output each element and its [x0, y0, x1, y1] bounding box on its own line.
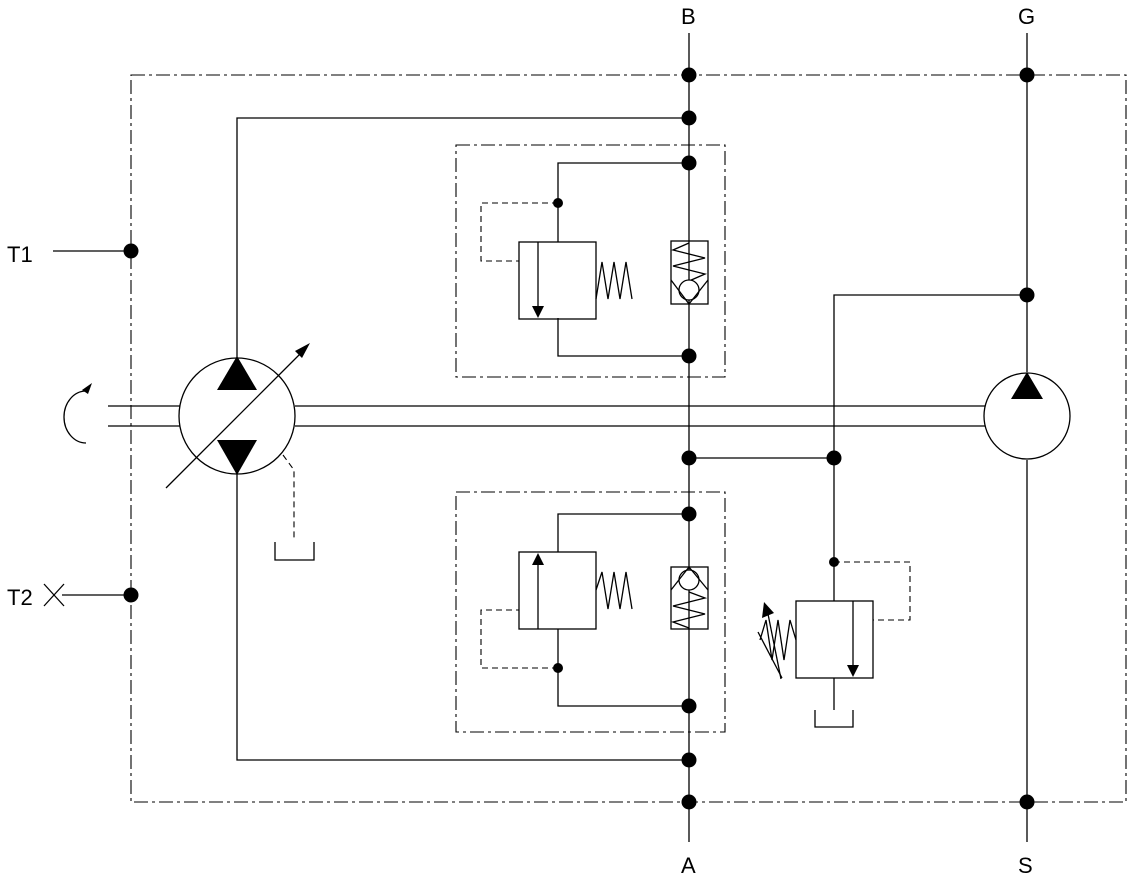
- lower-valve-group-boundary: [455, 491, 726, 733]
- port-label-t1: T1: [7, 242, 33, 267]
- port-label-g: G: [1018, 4, 1035, 29]
- rotation-direction-icon: [63, 383, 92, 444]
- port-label-s: S: [1018, 853, 1033, 878]
- junction-dots: [123, 67, 1035, 810]
- t2-plugged-cross-icon: [43, 583, 65, 607]
- charge-pump-triangle: [1011, 372, 1043, 399]
- adjustable-arrow: [757, 631, 783, 679]
- variable-arrow-head: [295, 343, 310, 358]
- drive-shaft: [108, 405, 985, 427]
- charge-relief-spring-icon: [759, 619, 797, 661]
- pump-case-drain: [282, 454, 295, 540]
- upper-valve-group-boundary: [455, 144, 726, 378]
- lower-check-spring-icon: [670, 591, 708, 629]
- line-pump-to-a: [236, 472, 689, 761]
- pump-tank-icon: [274, 542, 315, 561]
- main-variable-pump: [165, 343, 310, 489]
- charge-relief-tank-icon: [814, 710, 854, 728]
- outer-boundary: [130, 74, 1127, 803]
- port-label-a: A: [681, 853, 696, 878]
- upper-check-spring-icon: [670, 242, 708, 282]
- upper-relief-spring-icon: [595, 261, 633, 300]
- upper-relief-valve: [480, 162, 689, 357]
- line-charge-supply: [833, 294, 1027, 562]
- pump-outlet-triangle-down: [217, 440, 257, 475]
- charge-pump: [983, 372, 1071, 460]
- lower-relief-valve: [480, 513, 689, 707]
- upper-check-valve: [670, 240, 709, 305]
- pump-outlet-triangle-up: [217, 356, 257, 390]
- port-label-t2: T2: [7, 585, 33, 610]
- lower-check-valve: [670, 566, 709, 630]
- port-label-b: B: [681, 4, 696, 29]
- charge-relief-valve: [757, 561, 911, 728]
- line-pump-to-b: [236, 117, 689, 360]
- lower-relief-spring-icon: [595, 571, 633, 610]
